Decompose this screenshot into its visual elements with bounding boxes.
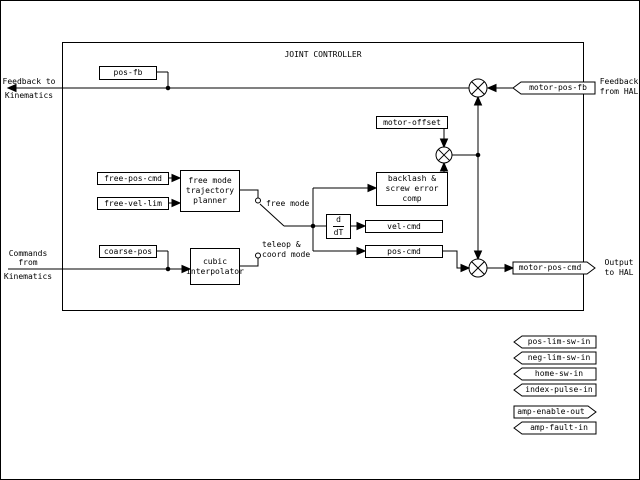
arrowhead-right-icon: [171, 198, 182, 208]
summing-junction-command-icon: [468, 258, 488, 278]
backlash-label-line1: backlash &: [387, 174, 437, 183]
home-sw-in-pin-shape: [513, 367, 597, 381]
free-vel-lim-label: free-vel-lim: [104, 198, 162, 208]
arrowhead-up-icon: [473, 95, 483, 106]
pos-fb-block: pos-fb: [99, 66, 157, 80]
arrowhead-left-icon: [486, 83, 497, 93]
amp-fault-in-pin: amp-fault-in: [530, 423, 588, 432]
output-to-hal-label-line2: to HAL: [604, 268, 634, 277]
commands-from-kinematics-label-line1: Commands: [8, 249, 48, 258]
compensation-bus-wire: [452, 95, 483, 261]
arrowhead-right-icon: [356, 246, 367, 256]
motor-offset-label: motor-offset: [383, 117, 441, 127]
derivative-numerator: d: [336, 215, 341, 224]
summing-junction-offset-icon: [435, 146, 453, 164]
amp-fault-in-pin-shape: [513, 421, 597, 435]
feedback-to-kinematics-label-line1: Feedback to: [2, 77, 56, 86]
motor-pos-fb-pin: motor-pos-fb: [529, 83, 587, 92]
amp-enable-out-pin: amp-enable-out: [517, 407, 585, 416]
derivative-block: d dT: [326, 214, 351, 239]
neg-lim-sw-in-pin-shape: [513, 351, 597, 365]
free-pos-cmd-wire: [169, 173, 182, 183]
pos-fb-tap-wire: [157, 71, 171, 91]
teleop-mode-label-line2: coord mode: [262, 250, 311, 259]
commands-from-kinematics-label-line3: Kinematics: [3, 272, 53, 281]
feedback-wire: [6, 83, 469, 93]
free-mode-trajectory-planner-block: free mode trajectory planner: [180, 170, 240, 212]
index-pulse-in-pin: index-pulse-in: [525, 385, 593, 394]
arrowhead-right-icon: [171, 173, 182, 183]
motor-pos-cmd-pin: motor-pos-cmd: [518, 263, 582, 272]
backlash-label-line2: screw error: [385, 184, 439, 193]
arrowhead-right-icon: [181, 264, 192, 274]
motor-pos-cmd-wire: [487, 263, 515, 273]
fraction-bar: [333, 226, 344, 227]
arrowhead-up-icon: [439, 161, 449, 172]
pos-lim-sw-in-pin: pos-lim-sw-in: [527, 337, 591, 346]
derivative-denominator: dT: [333, 228, 344, 237]
commands-wire: [8, 264, 192, 274]
vel-cmd-label: vel-cmd: [387, 221, 421, 231]
index-pulse-in-pin-shape: [513, 383, 597, 397]
vel-cmd-block: vel-cmd: [365, 220, 443, 233]
free-vel-lim-block: free-vel-lim: [97, 197, 169, 210]
pos-fb-label: pos-fb: [113, 68, 143, 77]
feedback-to-kinematics-label-line2: Kinematics: [4, 91, 54, 100]
arrowhead-down-icon: [473, 250, 483, 261]
backlash-label-line3: comp: [402, 194, 422, 203]
arrowhead-right-icon: [356, 221, 367, 231]
cubic-interpolator-block: cubic interpolator: [186, 248, 244, 285]
switch-arm-icon: [259, 203, 285, 227]
planner-label-line3: planner: [193, 196, 227, 205]
free-pos-cmd-block: free-pos-cmd: [97, 172, 169, 185]
backlash-screw-error-comp-block: backlash & screw error comp: [376, 172, 448, 206]
arrowhead-right-icon: [504, 263, 515, 273]
motor-offset-block: motor-offset: [376, 116, 448, 129]
commands-from-kinematics-label-line2: from: [18, 258, 38, 267]
arrowhead-left-icon: [6, 83, 17, 93]
free-pos-cmd-label: free-pos-cmd: [104, 173, 162, 183]
pos-cmd-block: pos-cmd: [365, 245, 443, 258]
amp-enable-out-pin-shape: [513, 405, 597, 419]
teleop-mode-label-line1: teleop &: [262, 240, 301, 249]
coarse-pos-block: coarse-pos: [99, 245, 157, 258]
arrowhead-down-icon: [439, 138, 449, 149]
derivative-output-wire: [350, 221, 367, 231]
feedback-from-hal-label-line2: from HAL: [599, 87, 639, 96]
backlash-comp-wire: [439, 161, 449, 172]
free-mode-label: free mode: [266, 199, 310, 208]
planner-label-line2: trajectory: [185, 186, 235, 195]
output-to-hal-label-line1: Output: [604, 258, 634, 267]
planner-label-line1: free mode: [188, 176, 232, 185]
arrowhead-right-icon: [367, 183, 378, 193]
motor-pos-fb-wire: [486, 83, 513, 93]
switch-contact-teleop-icon: [255, 252, 261, 259]
motor-offset-wire: [439, 128, 449, 149]
pos-cmd-label: pos-cmd: [387, 246, 421, 256]
pos-cmd-to-junction-wire: [443, 250, 471, 273]
motor-pos-cmd-pin-shape: [512, 261, 596, 275]
command-tap-bus-wire: [310, 183, 378, 256]
coarse-pos-label: coarse-pos: [103, 246, 153, 256]
switch-contact-free-icon: [255, 197, 261, 204]
pos-lim-sw-in-pin-shape: [513, 335, 597, 349]
arrowhead-right-icon: [460, 263, 471, 273]
feedback-from-hal-label-line1: Feedback: [599, 77, 639, 86]
free-vel-lim-wire: [169, 198, 182, 208]
cubic-label-line2: interpolator: [186, 266, 244, 276]
mode-switch: [240, 189, 326, 267]
cubic-label-line1: cubic: [202, 256, 228, 266]
summing-junction-feedback-icon: [468, 78, 488, 98]
motor-pos-fb-pin-shape: [512, 81, 596, 95]
home-sw-in-pin: home-sw-in: [534, 369, 584, 378]
neg-lim-sw-in-pin: neg-lim-sw-in: [527, 353, 591, 362]
coarse-pos-tap-wire: [157, 250, 171, 272]
diagram-title: JOINT CONTROLLER: [284, 50, 362, 59]
